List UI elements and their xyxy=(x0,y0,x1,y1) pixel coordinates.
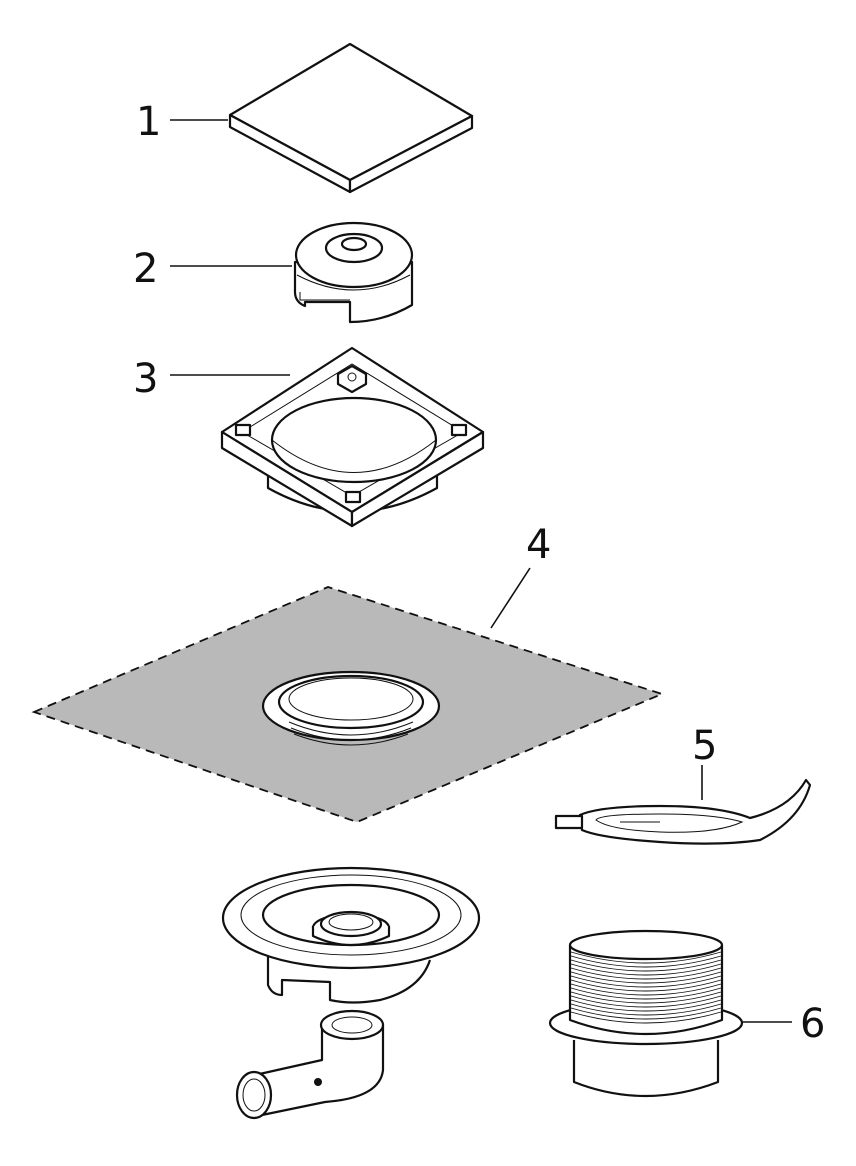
thread-line xyxy=(570,983,722,996)
thread-line xyxy=(570,979,722,992)
cover-plate xyxy=(228,42,474,194)
thread-line xyxy=(570,975,722,988)
callout-3: 3 xyxy=(133,356,158,402)
thread-line xyxy=(570,951,722,964)
callout-5: 5 xyxy=(692,723,717,769)
thread-line xyxy=(570,991,722,1004)
thread-lines xyxy=(570,951,722,1024)
thread-line xyxy=(570,999,722,1012)
callout-6: 6 xyxy=(800,1001,825,1047)
square-frame xyxy=(220,346,485,528)
thread-line xyxy=(570,1007,722,1020)
key-tool xyxy=(554,778,812,845)
leader-lines xyxy=(170,119,792,1023)
callout-2: 2 xyxy=(133,246,158,292)
thread-line xyxy=(570,959,722,972)
thread-line xyxy=(570,971,722,984)
thread-line xyxy=(570,1003,722,1016)
callout-4: 4 xyxy=(526,522,551,568)
thread-line xyxy=(570,955,722,968)
odour-trap-insert xyxy=(293,221,414,324)
thread-line xyxy=(570,1011,722,1024)
threaded-sleeve xyxy=(548,929,744,1098)
thread-line xyxy=(570,963,722,976)
sealing-membrane xyxy=(31,586,665,823)
thread-line xyxy=(570,995,722,1008)
callout-1: 1 xyxy=(136,99,161,145)
thread-line xyxy=(570,987,722,1000)
drain-body xyxy=(221,866,481,1120)
thread-line xyxy=(570,967,722,980)
